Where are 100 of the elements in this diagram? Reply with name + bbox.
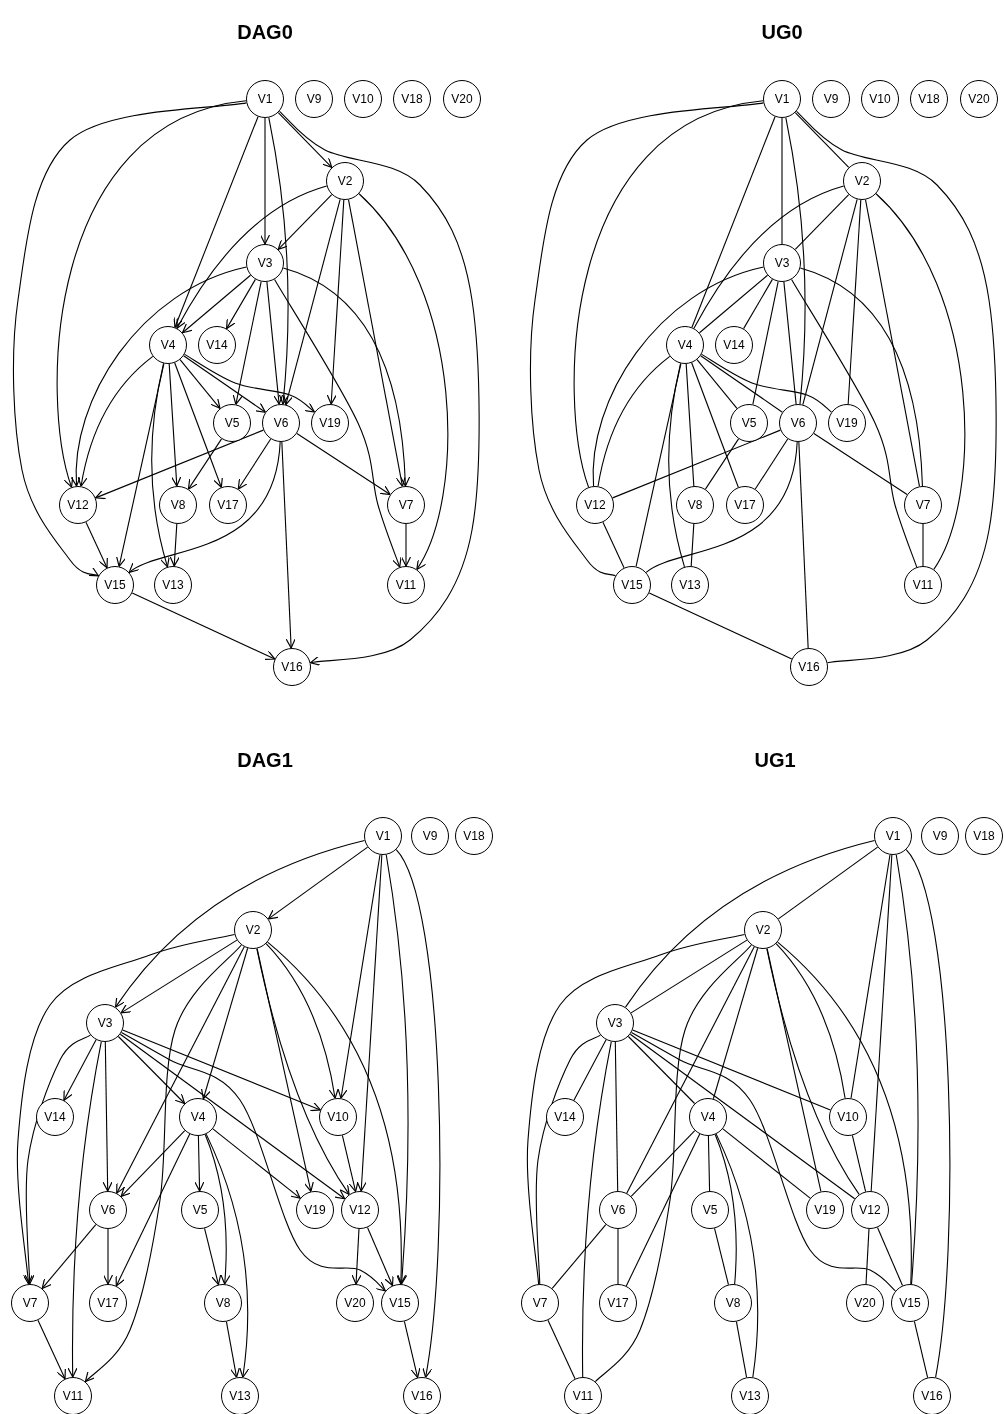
connector-line [629, 1033, 856, 1200]
connector-line [617, 1228, 619, 1285]
arrow [116, 946, 245, 1194]
connector-line [573, 100, 764, 488]
connector-line [645, 441, 798, 573]
arrow [169, 523, 180, 567]
arrow [77, 355, 154, 487]
arrow [341, 1134, 359, 1193]
connector-line [794, 112, 850, 168]
connector-line [668, 362, 685, 568]
connector-line [777, 846, 879, 920]
connector-line [743, 278, 773, 330]
arrow [237, 438, 272, 490]
arrow [179, 359, 221, 409]
connector-line [791, 278, 918, 568]
arrow [232, 281, 262, 405]
arrow [347, 199, 406, 487]
arrow [225, 1321, 240, 1378]
graph-title: DAG0 [237, 20, 293, 45]
arrow [403, 1320, 421, 1379]
arrow [102, 1041, 113, 1192]
arrow [385, 854, 409, 1285]
connector-line [612, 429, 781, 499]
connector-line [707, 1135, 711, 1192]
graph-title: UG0 [761, 20, 803, 45]
arrow [71, 266, 247, 487]
arrow [181, 274, 252, 334]
connector-line [630, 1031, 896, 1292]
connector-line [529, 102, 764, 577]
connector-line [696, 359, 738, 409]
arrow [56, 100, 247, 488]
arrow [281, 441, 296, 649]
arrow [84, 944, 242, 1383]
arrow [274, 278, 402, 568]
arrow [259, 117, 271, 245]
arrow [278, 110, 480, 667]
connector-line [685, 363, 695, 487]
arrow [266, 281, 284, 405]
connector-line [614, 1041, 619, 1192]
arrow [174, 362, 223, 488]
arrow [337, 854, 381, 1099]
connector-line [813, 432, 908, 496]
connector-line [581, 1041, 612, 1378]
graph-title: UG1 [754, 748, 796, 773]
connector-line [864, 199, 921, 487]
arrow [183, 355, 266, 413]
arrow [395, 849, 441, 1378]
connector-line [895, 854, 919, 1285]
connector-line [795, 110, 997, 664]
connector-line [701, 353, 832, 413]
connector-line [712, 947, 759, 1100]
arrow [326, 199, 345, 405]
arrow [114, 839, 366, 1008]
arrow [282, 267, 410, 487]
graph-title: DAG1 [237, 748, 293, 773]
arrow [41, 1224, 97, 1290]
arrow [95, 429, 264, 500]
connector-line [922, 523, 924, 567]
connector-line [624, 839, 876, 1008]
arrow [277, 194, 333, 250]
arrow [102, 1228, 114, 1285]
connector-line [526, 933, 746, 1285]
connector-line [870, 854, 893, 1192]
arrow [122, 1029, 321, 1112]
connector-line [698, 274, 769, 334]
arrow [120, 1130, 186, 1197]
arrow [117, 1035, 186, 1105]
arrow [356, 854, 383, 1192]
connector-line [799, 267, 923, 487]
arrow [296, 432, 391, 496]
arrow [226, 278, 256, 330]
connector-line [850, 854, 891, 1099]
arrow [187, 438, 223, 490]
connector-line [781, 117, 783, 245]
arrow [119, 1033, 346, 1200]
connector-line [875, 193, 966, 570]
connector-line [865, 1228, 870, 1285]
connector-line [722, 1128, 811, 1199]
connector-line [913, 1320, 929, 1379]
connector-line [851, 1134, 867, 1193]
connector-line [754, 438, 789, 490]
connector-line [798, 441, 809, 649]
arrow [184, 353, 315, 413]
connector-line [777, 941, 912, 1285]
connector-line [847, 199, 862, 405]
connector-line [700, 355, 783, 413]
connector-line [594, 944, 752, 1383]
arrow [267, 941, 406, 1285]
arrow [116, 363, 165, 568]
arrow [151, 362, 170, 568]
connector-line [630, 1130, 696, 1197]
arrow [358, 193, 449, 570]
connector-line [783, 281, 797, 405]
arrow [120, 1031, 386, 1292]
arrow [194, 1135, 205, 1192]
connector-line [690, 523, 695, 567]
connector-line [630, 939, 748, 1014]
arrow [16, 933, 236, 1285]
arrow [176, 185, 328, 329]
arrow [120, 939, 238, 1014]
